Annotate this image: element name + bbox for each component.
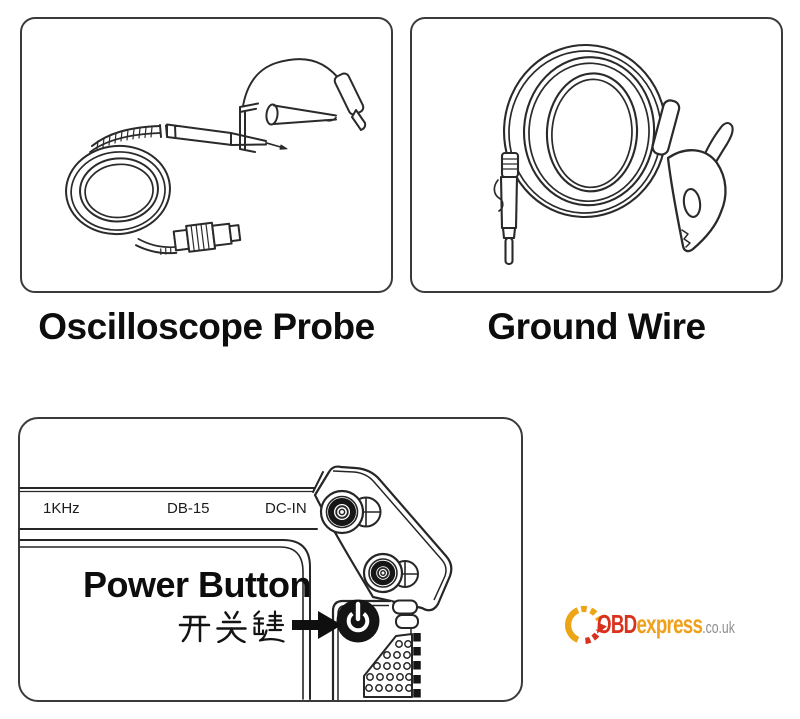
port-label-db15: DB-15 xyxy=(167,500,210,517)
ground-wire-image-panel xyxy=(410,17,783,293)
probe-label: Oscilloscope Probe xyxy=(38,306,375,347)
ground-wire-label: Ground Wire xyxy=(487,306,706,347)
probe-image-panel xyxy=(20,17,393,293)
logo-swirl-icon xyxy=(564,605,607,644)
obdexpress-logo: OBDexpress.co.uk xyxy=(560,600,760,652)
logo-text-express: express xyxy=(636,609,703,639)
device-diagram-panel xyxy=(18,417,523,702)
logo-text-domain: .co.uk xyxy=(702,618,735,637)
logo-text-obd: OBD xyxy=(597,609,637,639)
power-button-label-en: Power Button xyxy=(83,564,311,605)
port-label-dcin: DC-IN xyxy=(265,500,307,517)
power-button-label-zh-glyphs: 开关键 xyxy=(178,610,285,644)
port-label-1khz: 1KHz xyxy=(43,500,80,517)
